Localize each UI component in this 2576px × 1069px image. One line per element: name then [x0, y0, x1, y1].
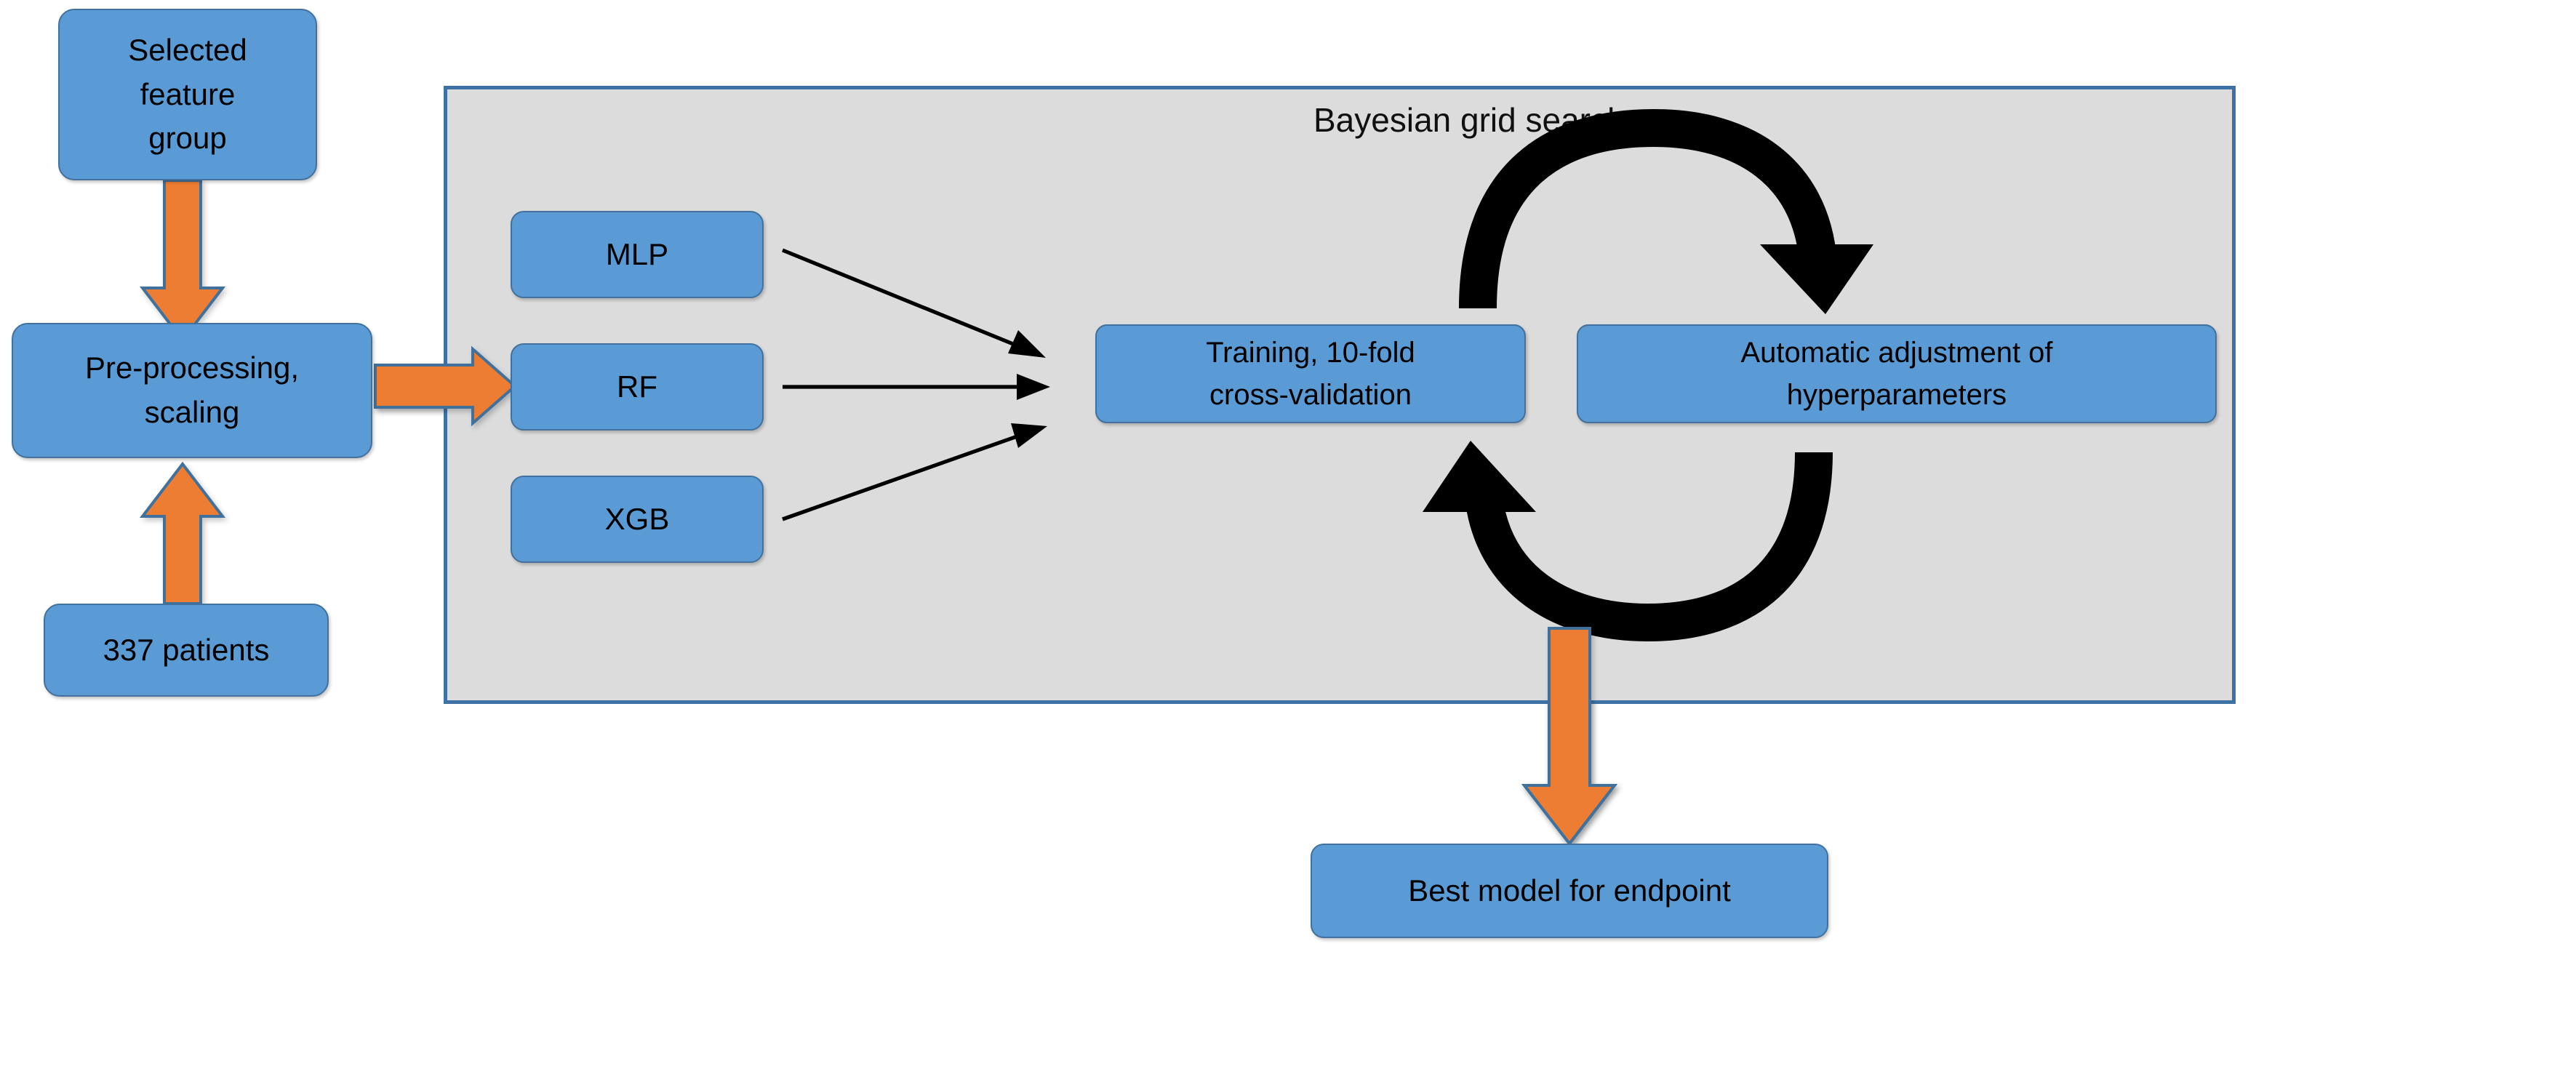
node-pre-processing-scaling[interactable]: Pre-processing, scaling	[12, 323, 372, 458]
node-training-cross-validation[interactable]: Training, 10-fold cross-validation	[1095, 324, 1526, 423]
node-automatic-adjustment-hyperparameters[interactable]: Automatic adjustment of hyperparameters	[1577, 324, 2217, 423]
orange-arrow-up-patients-to-preprocessing	[139, 461, 226, 605]
bayesian-grid-search-label: Bayesian grid search	[1313, 101, 1626, 139]
node-best-model-for-endpoint[interactable]: Best model for endpoint	[1311, 844, 1828, 938]
orange-arrow-down-feature-to-preprocessing	[139, 179, 226, 343]
node-mlp[interactable]: MLP	[511, 211, 764, 298]
node-xgb[interactable]: XGB	[511, 476, 764, 563]
node-selected-feature-group[interactable]: Selected feature group	[58, 9, 317, 180]
node-rf[interactable]: RF	[511, 343, 764, 431]
node-337-patients[interactable]: 337 patients	[44, 604, 329, 697]
